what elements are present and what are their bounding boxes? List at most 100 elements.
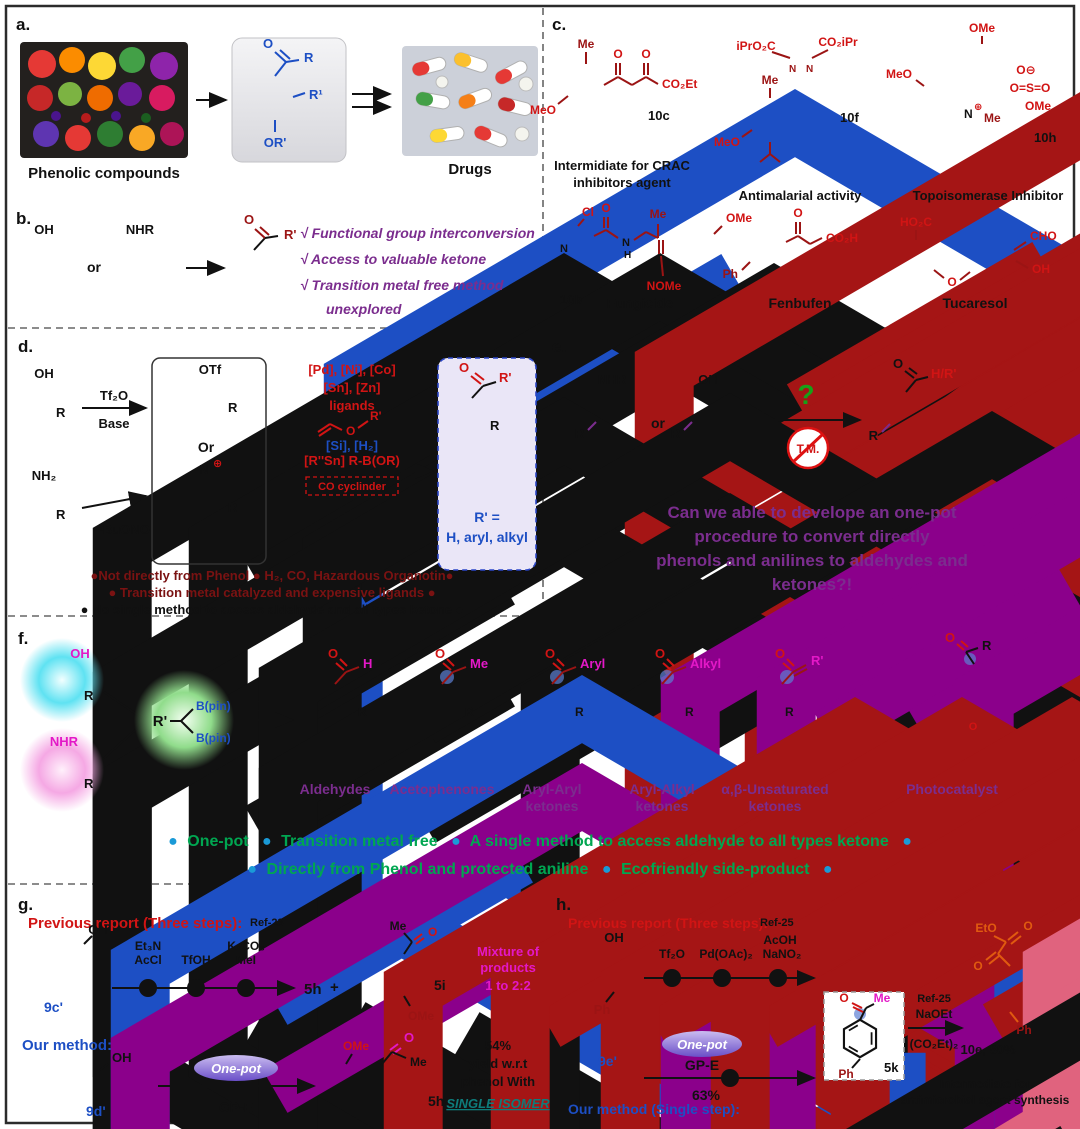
R-label: R: [56, 507, 66, 522]
Ph-label: Ph: [838, 1067, 853, 1081]
H-Rprime-label: H/R': [931, 366, 956, 381]
product-aryl-aryl-ketones: O Aryl R Aryl-Aryl ketones: [522, 646, 1080, 1129]
gpe-label: GP-E: [685, 1057, 719, 1073]
one-pot-label: One-pot: [677, 1037, 727, 1052]
compound-caption: antimicrobial agent synthesis: [901, 1093, 1070, 1107]
panel-h-label: h.: [556, 895, 571, 914]
compound-id: 10c: [648, 108, 670, 123]
limitation-bullet: ● No single method to access aldehyde an…: [81, 602, 464, 617]
OMe-label: OMe: [408, 1009, 434, 1023]
feature-text: Directly from Phenol and protected anili…: [267, 861, 589, 878]
structure-10h: OMe MeO N ⊕ Me O⊖ O=S=O OMe 10h Topoisom…: [886, 21, 1080, 1129]
compound-id: 9d': [86, 1103, 106, 1119]
OMe-label: OMe: [343, 1039, 369, 1053]
R-label: R: [982, 638, 992, 653]
reference-label: Ref-25: [917, 993, 951, 1005]
compound-caption: Topoisomerase Inhibitor: [913, 188, 1064, 203]
structure-5i: Me O 5i OMe: [390, 919, 446, 1023]
research-question: phenols and anilines to aldehydes and: [656, 551, 968, 570]
product-box: [437, 357, 537, 571]
R-label: R: [228, 500, 238, 515]
ketone-O-label: O: [244, 212, 254, 227]
Rprime-label: R': [370, 409, 382, 423]
CO2H-label: CO₂H: [826, 231, 858, 245]
panel-d-label: d.: [18, 337, 33, 356]
check-item: √ Transition metal free method: [300, 277, 504, 293]
phenol-OH-label: OH: [70, 646, 90, 661]
OH-label: OH: [112, 1050, 132, 1065]
Ph-label: Ph: [723, 267, 738, 281]
carbonyl-O-label: O: [775, 646, 785, 661]
compound-id: 9c': [44, 999, 63, 1015]
reagent-tBuONO: ᵗBuONO: [100, 522, 150, 537]
compound-caption: Tucaresol: [942, 295, 1007, 311]
Ph-label: Ph: [1016, 1023, 1031, 1037]
ketone-Rprime-label: R': [284, 227, 296, 242]
substituent-label: Aryl: [580, 656, 605, 671]
CHO-label: CHO: [1030, 229, 1057, 243]
bond-lines: [956, 640, 979, 665]
Rprime-label: R': [153, 713, 167, 730]
ether-O-label: O: [947, 275, 956, 289]
CO2Et-label: CO₂Et: [662, 77, 697, 91]
substituent-label: R': [811, 653, 823, 668]
R-label: R: [575, 705, 584, 719]
check-item: √ Functional group interconversion: [300, 225, 535, 241]
research-question: procedure to convert directly: [694, 527, 930, 546]
double-arrow: [352, 86, 392, 115]
reagent-label: TfOH: [181, 953, 210, 967]
ring-O-label: O: [969, 721, 978, 733]
reaction-arrow: [81, 491, 148, 509]
Me-label: Me: [650, 207, 667, 221]
panel-c: c. Me MeO O O CO₂Et 10c Intermidiate for: [530, 15, 1080, 1129]
Ph-label: Ph: [594, 1002, 611, 1017]
one-pot-badge: [194, 1055, 278, 1081]
compound-id: 10b: [560, 292, 582, 307]
our-method-heading: Our method:: [22, 1037, 112, 1054]
reagent-label: NaNO₂: [763, 947, 802, 961]
metal-catalysts: [Sn], [Zn]: [323, 380, 380, 395]
carbonyl-O-label: O: [404, 1030, 414, 1045]
bond-lines: [851, 1002, 875, 1069]
bond-lines: [557, 52, 659, 105]
carbonyl-O-label: O: [428, 925, 437, 939]
phenolic-caption: Phenolic compounds: [28, 165, 180, 182]
organotin-reagents: [R''Sn] R-B(OR): [304, 453, 400, 468]
one-pot-label: One-pot: [211, 1061, 261, 1076]
diazonium-N-label: N: [199, 462, 208, 477]
product-aldehydes: O H R Aldehydes: [300, 646, 1080, 1129]
R-label: R: [685, 705, 694, 719]
step-dot: [721, 1069, 739, 1087]
compound-caption: Intermidiate for CRAC: [554, 158, 690, 173]
pills-image: [402, 46, 538, 156]
MeO-label: MeO: [714, 135, 740, 149]
carbonyl-O-label: O: [945, 630, 955, 645]
compound-id: 10e, 80%: [961, 1042, 1016, 1057]
R-label: R: [465, 705, 474, 719]
R-label: R: [304, 50, 314, 65]
compound-id: 5h: [304, 981, 322, 998]
Me-label: Me: [762, 73, 779, 87]
R-label: R: [490, 418, 500, 433]
structure-5k: O Me Ph 5k: [823, 991, 905, 1081]
ketone-O-label: O: [973, 959, 982, 973]
feature-bullets-line1: ● One-pot ● Transition metal free ● A si…: [168, 833, 912, 850]
or-text: or: [87, 259, 102, 275]
product-caption: Aldehydes: [300, 781, 371, 797]
bond-lines: [781, 658, 808, 685]
N-label: N: [964, 107, 973, 121]
R-label: R: [84, 776, 94, 791]
check-item: √ Access to valuable ketone: [300, 251, 486, 267]
bond-lines: [403, 932, 425, 1007]
amide-N-label: N: [622, 237, 630, 249]
structure-tucaresol: HO₂C O CHO OH Tucaresol: [900, 215, 1080, 1129]
structure-9d-naphthol: OH 9d': [86, 1050, 132, 1119]
feature-text: Transition metal free: [281, 833, 438, 850]
reagent-label: Tf₂O: [659, 947, 685, 961]
bond-lines: [551, 658, 577, 685]
carbonyl-O-label: O: [328, 646, 338, 661]
OTf-label: OTf: [199, 362, 222, 377]
pink-glow-circle: [20, 728, 104, 812]
limitation-bullet: ●Not directly from Phenol ● H₂, CO, Haza…: [90, 568, 453, 583]
R-label: R: [358, 705, 367, 719]
